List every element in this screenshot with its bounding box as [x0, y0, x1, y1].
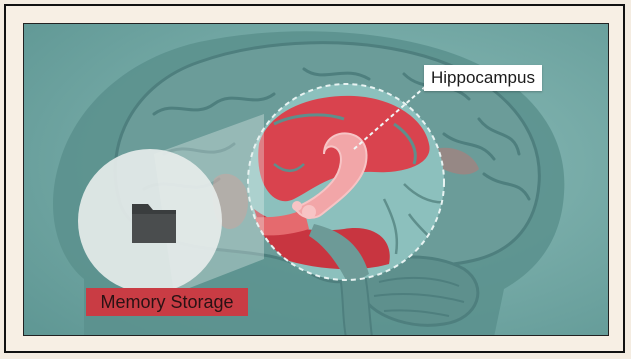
memory-storage-label: Memory Storage: [86, 288, 248, 316]
illustration-panel: Hippocampus Memory Storage: [23, 23, 609, 336]
hippocampus-label: Hippocampus: [424, 65, 542, 91]
video-frame: Hippocampus Memory Storage: [4, 4, 625, 353]
